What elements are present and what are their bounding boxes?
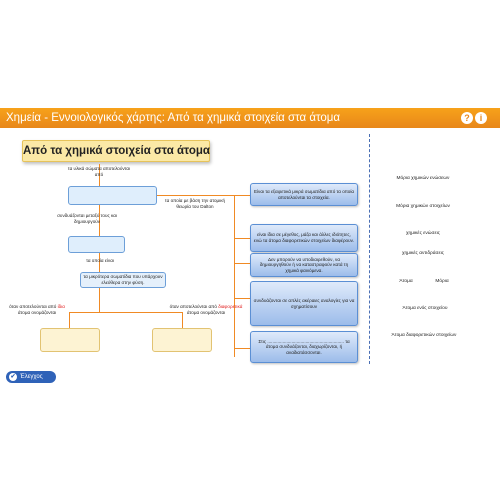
connector-line (69, 312, 183, 313)
connector-line (69, 312, 70, 328)
connector-line (99, 164, 100, 186)
theory-card-4: συνδυάζονται σε απλές ακέραιες αναλογίες… (250, 281, 358, 326)
connector-line (182, 312, 183, 328)
connector-line (234, 348, 250, 349)
link-label: όταν αποτελούνται από ίδια άτομα ονομάζο… (9, 304, 65, 315)
term-item[interactable]: Μόρια χημικών ενώσεων (396, 176, 450, 181)
term-item[interactable]: Άτομα (399, 279, 413, 284)
link-label: τα οποία με βάση την ατομική θεωρία του … (164, 198, 226, 209)
fixed-definition-box: τα μικρότερα σωματίδια που υπάρχουν ελεύ… (80, 272, 166, 288)
link-label: συνδυάζονται μεταξύ τους και δημιουργούν (57, 213, 117, 224)
term-item[interactable]: Άτομα διαφορετικών στοιχείων (391, 333, 457, 338)
link-label: τα οποία είναι (86, 258, 114, 263)
drop-slot-4[interactable] (152, 328, 212, 352)
term-item[interactable]: χημικές ενώσεις (406, 231, 440, 236)
drop-slot-1[interactable] (68, 186, 157, 205)
term-item[interactable]: χημικές αντιδράσεις (402, 251, 444, 256)
map-title: Από τα χημικά στοιχεία στα άτομα (22, 140, 210, 162)
link-label: όταν αποτελούνται από διαφορετικά άτομα … (169, 304, 243, 315)
connector-line (99, 288, 100, 312)
link-label: τα υλικά σώματα αποτελούνται από (67, 166, 131, 177)
connector-line (234, 195, 250, 196)
connector-line (234, 238, 250, 239)
check-circle-icon: ✔ (9, 373, 17, 381)
connector-line (157, 195, 234, 196)
connector-line (234, 298, 250, 299)
term-item[interactable]: Άτομα ενός στοιχείου (402, 306, 448, 311)
theory-card-1: Είναι τα εξαιρετικά μικρά σωματίδια από … (250, 183, 358, 206)
connector-line (99, 205, 100, 236)
drop-slot-2[interactable] (68, 236, 125, 253)
theory-card-3: Δεν μπορούν να υποδιαιρεθούν, να δημιουρ… (250, 253, 358, 277)
connector-line (234, 195, 235, 357)
app-header: Χημεία - Εννοιολογικός χάρτης: Από τα χη… (0, 108, 500, 128)
check-button-label: Έλεγχος (20, 374, 43, 380)
check-button[interactable]: Έλεγχος (6, 371, 56, 383)
term-item[interactable]: Μόρια χημικών στοιχείων (396, 204, 450, 209)
connector-line (234, 263, 250, 264)
connector-line (99, 253, 100, 272)
drop-slot-3[interactable] (40, 328, 100, 352)
divider-line (369, 134, 370, 364)
app-title: Χημεία - Εννοιολογικός χάρτης: Από τα χη… (6, 112, 341, 124)
theory-card-5: Στις ...................................… (250, 331, 358, 363)
info-icon[interactable]: i (475, 112, 487, 124)
question-icon[interactable]: ? (461, 112, 473, 124)
term-item[interactable]: Μόρια (435, 279, 449, 284)
theory-card-2: είναι ίδια σε μέγεθος, μάζα και άλλες ιδ… (250, 224, 358, 252)
